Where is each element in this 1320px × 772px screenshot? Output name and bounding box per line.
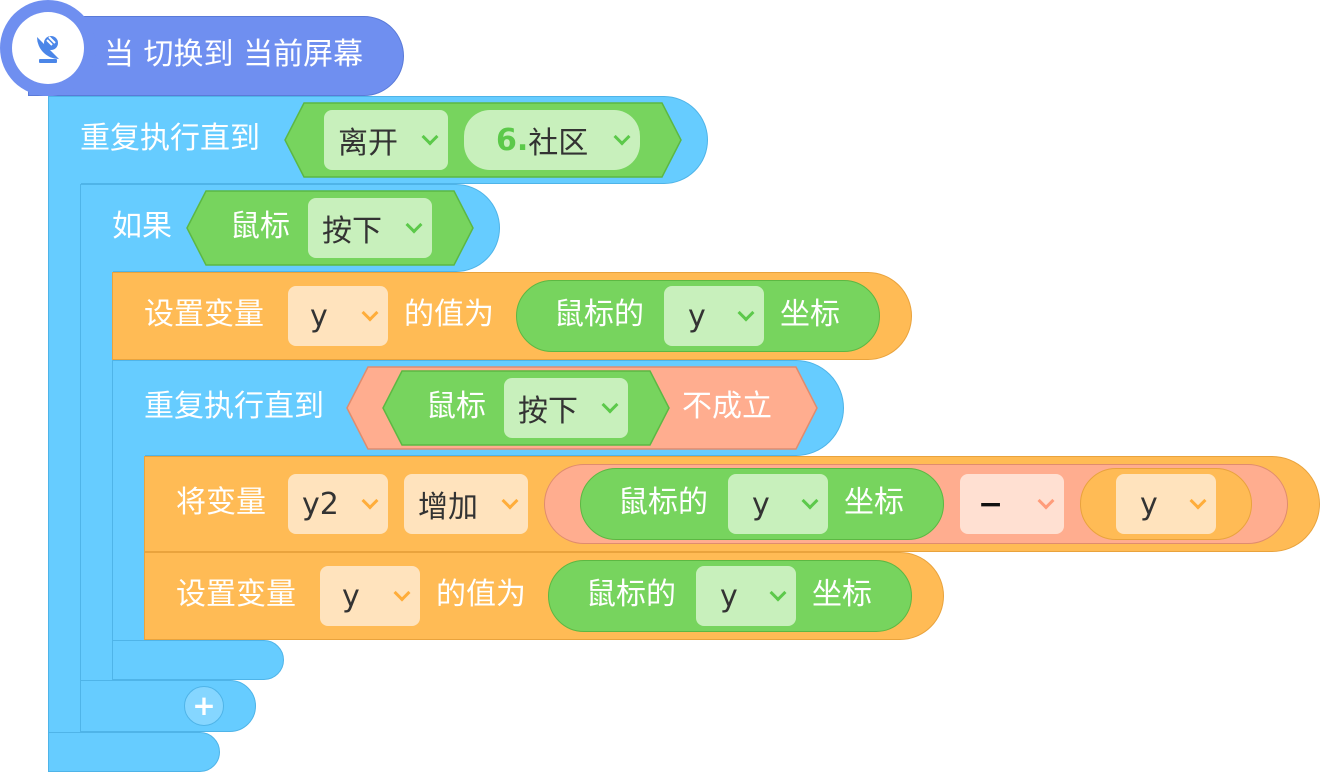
screen-target-number: 6. [496,122,529,158]
chevron-down-icon [801,492,819,510]
mouse-of-label: 鼠标的 [586,577,676,612]
variable-name: y [310,298,328,334]
if-label: 如果 [112,209,172,244]
coordinate-label: 坐标 [844,485,904,520]
if-block-arm [80,184,113,732]
variable-reporter-dropdown[interactable]: y [1116,474,1216,534]
event-icon-circle [12,12,84,84]
axis-dropdown[interactable]: y [664,286,764,346]
mouse-state-dropdown[interactable]: 按下 [504,378,628,438]
satellite-icon [37,36,59,63]
axis-text: y [752,486,770,522]
change-operation-text: 增加 [418,490,478,525]
mouse-sensor-label: 鼠标 [230,209,290,244]
chevron-down-icon [393,584,411,602]
axis-text: y [688,298,706,334]
chevron-down-icon [361,304,379,322]
mouse-sensor-label: 鼠标 [426,389,486,424]
value-of-label: 的值为 [436,577,526,612]
chevron-down-icon [737,304,755,322]
axis-dropdown[interactable]: y [728,474,828,534]
axis-dropdown[interactable]: y [696,566,796,626]
variable-dropdown[interactable]: y [320,566,420,626]
set-variable-label: 设置变量 [144,297,264,332]
change-variable-label: 将变量 [176,485,266,520]
change-operation-dropdown[interactable]: 增加 [404,474,528,534]
variable-name: y2 [302,486,339,522]
repeat-until-outer-bottom[interactable] [48,732,220,772]
repeat-until-outer-arm [48,96,81,772]
chevron-down-icon [613,128,631,146]
chevron-down-icon [769,584,787,602]
mouse-of-label: 鼠标的 [554,297,644,332]
coordinate-label: 坐标 [780,297,840,332]
math-operator-text: − [978,486,1004,522]
repeat-until-inner-bottom[interactable] [112,640,284,680]
add-else-button[interactable]: + [184,686,224,726]
screen-target-name: 社区 [528,126,589,161]
leave-operator-text: 离开 [338,126,398,161]
if-block-bottom[interactable] [80,680,256,732]
mouse-state-text: 按下 [518,394,578,429]
mouse-state-text: 按下 [322,214,382,249]
variable-dropdown[interactable]: y [288,286,388,346]
value-of-label: 的值为 [404,297,494,332]
mouse-state-dropdown[interactable]: 按下 [308,198,432,258]
repeat-until-label: 重复执行直到 [80,121,260,156]
chevron-down-icon [501,492,519,510]
leave-operator-dropdown[interactable]: 离开 [324,110,448,170]
repeat-until-inner-arm [112,360,145,680]
variable-dropdown[interactable]: y2 [288,474,388,534]
plus-icon: + [192,689,216,722]
chevron-down-icon [1037,492,1055,510]
variable-reporter-name: y [1140,486,1158,522]
chevron-down-icon [421,128,439,146]
variable-name: y [342,578,360,614]
chevron-down-icon [361,492,379,510]
math-operator-dropdown[interactable]: − [960,474,1064,534]
axis-text: y [720,578,738,614]
chevron-down-icon [601,396,619,414]
screen-target-dropdown[interactable]: 6. 社区 [464,110,640,170]
set-variable-label: 设置变量 [176,577,296,612]
chevron-down-icon [405,216,423,234]
chevron-down-icon [1189,492,1207,510]
mouse-of-label: 鼠标的 [618,485,708,520]
repeat-until-label: 重复执行直到 [144,389,324,424]
event-label: 当 切换到 当前屏幕 [104,37,364,72]
negation-label: 不成立 [682,389,772,424]
coordinate-label: 坐标 [812,577,872,612]
